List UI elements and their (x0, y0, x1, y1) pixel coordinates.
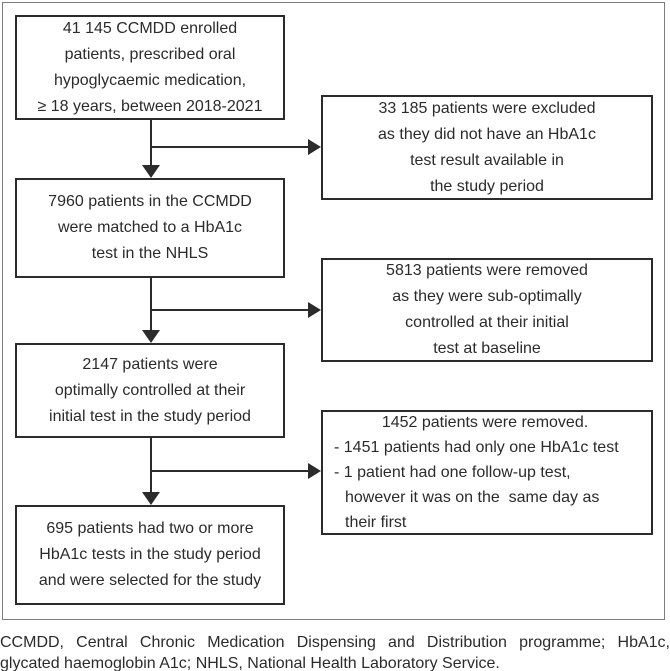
box-text-line: - 1 patient had one follow-up test, (334, 464, 571, 481)
box-text-line: optimally controlled at their (54, 381, 246, 399)
connector-line (150, 470, 309, 472)
box-text-line: patients, prescribed oral (64, 45, 236, 63)
connector-line (150, 278, 152, 331)
box-text-line: were matched to a HbA1c (57, 219, 243, 236)
flowchart-box-removed-1452: 1452 patients were removed. - 1451 patie… (321, 410, 653, 535)
box-text-line: HbA1c tests in the study period (39, 546, 261, 563)
arrow-down-icon (142, 330, 160, 343)
box-text-line: 1452 patients were removed. (381, 414, 589, 431)
box-text-line: the study period (430, 177, 544, 195)
box-text-line: 2147 patients were (82, 355, 218, 373)
box-text-line: 7960 patients in the CCMDD (48, 193, 252, 210)
footnote-line: glycated haemoglobin A1c; NHLS, National… (0, 655, 500, 671)
connector-line (150, 438, 152, 493)
connector-line (150, 120, 152, 168)
footnote-line: CCMDD, Central Chronic Medication Dispen… (0, 634, 670, 651)
flowchart-box-excluded-no-hba1c: 33 185 patients were excluded as they di… (321, 95, 653, 200)
flowchart-box-removed-suboptimal: 5813 patients were removed as they were … (321, 258, 653, 362)
box-text-line: 5813 patients were removed (386, 262, 588, 279)
box-text-line: controlled at their initial (405, 314, 569, 331)
flowchart-box-selected: 695 patients had two or more HbA1c tests… (15, 505, 285, 605)
box-text-line: test at baseline (433, 340, 541, 357)
box-text-line: 41 145 CCMDD enrolled (62, 19, 238, 37)
connector-line (150, 309, 309, 311)
box-text-line: test result available in (410, 151, 564, 169)
box-text-line: ≥ 18 years, between 2018-2021 (37, 97, 263, 115)
box-text-line: initial test in the study period (49, 407, 251, 425)
box-text-line: and were selected for the study (38, 572, 262, 589)
connector-line (150, 146, 309, 148)
arrow-right-icon (308, 139, 321, 155)
box-text-line: 33 185 patients were excluded (378, 99, 596, 117)
flowchart-box-enrolled: 41 145 CCMDD enrolled patients, prescrib… (15, 15, 285, 120)
box-text-line: however it was on the same day as (345, 489, 600, 506)
box-text-line: - 1451 patients had only one HbA1c test (334, 439, 619, 456)
figure-footnote: CCMDD, Central Chronic Medication Dispen… (0, 632, 670, 671)
flowchart-box-matched: 7960 patients in the CCMDD were matched … (15, 178, 285, 278)
arrow-down-icon (142, 492, 160, 505)
box-text-line: hypoglycaemic medication, (53, 71, 247, 89)
arrow-down-icon (142, 165, 160, 178)
flowchart-box-optimally-controlled: 2147 patients were optimally controlled … (15, 343, 285, 438)
box-text-line: as they did not have an HbA1c (378, 125, 596, 143)
box-text-line: as they were sub-optimally (392, 288, 582, 305)
arrow-right-icon (308, 302, 321, 318)
box-text-line: their first (345, 514, 407, 531)
box-text-line: 695 patients had two or more (46, 520, 254, 537)
box-text-line: test in the NHLS (91, 245, 209, 262)
arrow-right-icon (308, 463, 321, 479)
